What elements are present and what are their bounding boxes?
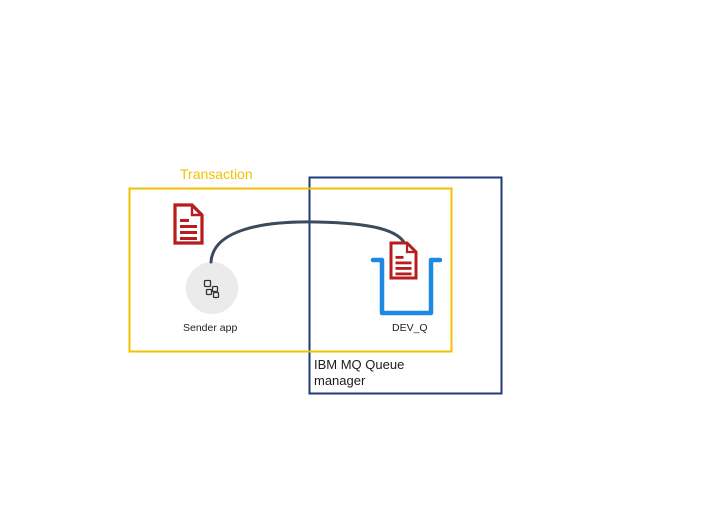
sender-app-node xyxy=(186,262,238,314)
queued-message-document-icon xyxy=(389,241,418,280)
sender-app-label: Sender app xyxy=(183,322,238,334)
transaction-boundary xyxy=(128,187,453,353)
app-grid-icon xyxy=(203,279,220,299)
queue-icon xyxy=(370,257,443,316)
queue-manager-boundary xyxy=(308,176,503,395)
message-document-icon xyxy=(173,203,204,245)
transaction-label: Transaction xyxy=(180,166,253,182)
queue-manager-label: IBM MQ Queue manager xyxy=(314,357,405,388)
queue-name-label: DEV_Q xyxy=(392,322,428,334)
message-flow-arrow xyxy=(209,220,412,264)
